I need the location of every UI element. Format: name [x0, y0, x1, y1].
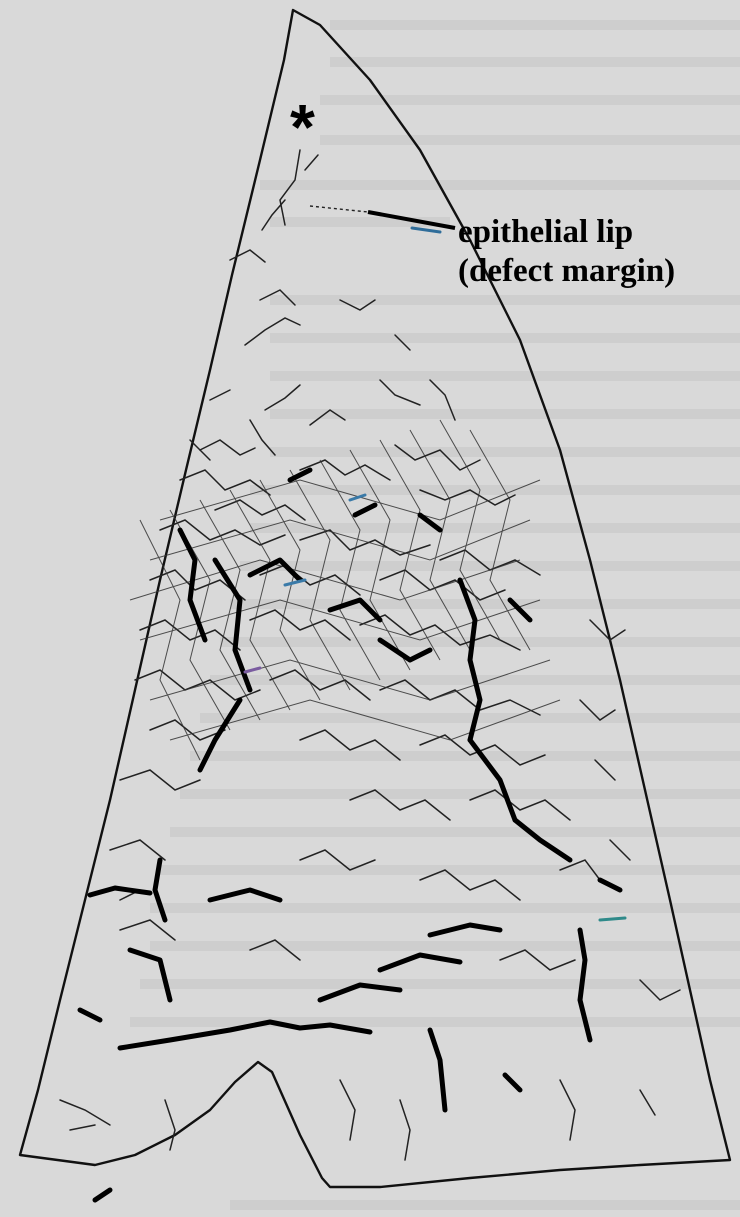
defect-margin-label: (defect margin) — [458, 253, 675, 289]
asterisk-marker: * — [290, 95, 315, 159]
text-bleed-lines — [130, 25, 740, 1205]
color-specks — [245, 228, 625, 920]
epithelial-lip-label: epithelial lip — [458, 214, 633, 250]
